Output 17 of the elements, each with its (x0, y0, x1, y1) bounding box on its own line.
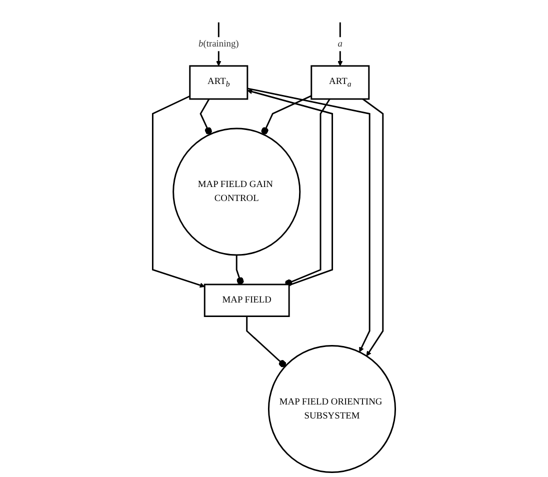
node-box: ART$_{a}$ (310, 65, 370, 100)
connector (261, 95, 312, 135)
node-box: MAP FIELD (204, 284, 290, 317)
arrow (152, 95, 205, 288)
connector (236, 255, 244, 285)
edge-label: a (338, 38, 343, 49)
connector (200, 98, 212, 135)
arrow (247, 88, 370, 352)
connector (284, 98, 330, 287)
arrow (338, 22, 343, 66)
node-box: ART$_{b}$ (189, 65, 248, 100)
connector (246, 316, 286, 368)
node-circle: MAP FIELD GAIN CONTROL (172, 128, 301, 256)
arrow (362, 98, 384, 356)
node-circle: MAP FIELD ORIENTING SUBSYSTEM (268, 344, 396, 474)
arrow (247, 89, 334, 286)
edge-label: b(training) (198, 38, 239, 49)
